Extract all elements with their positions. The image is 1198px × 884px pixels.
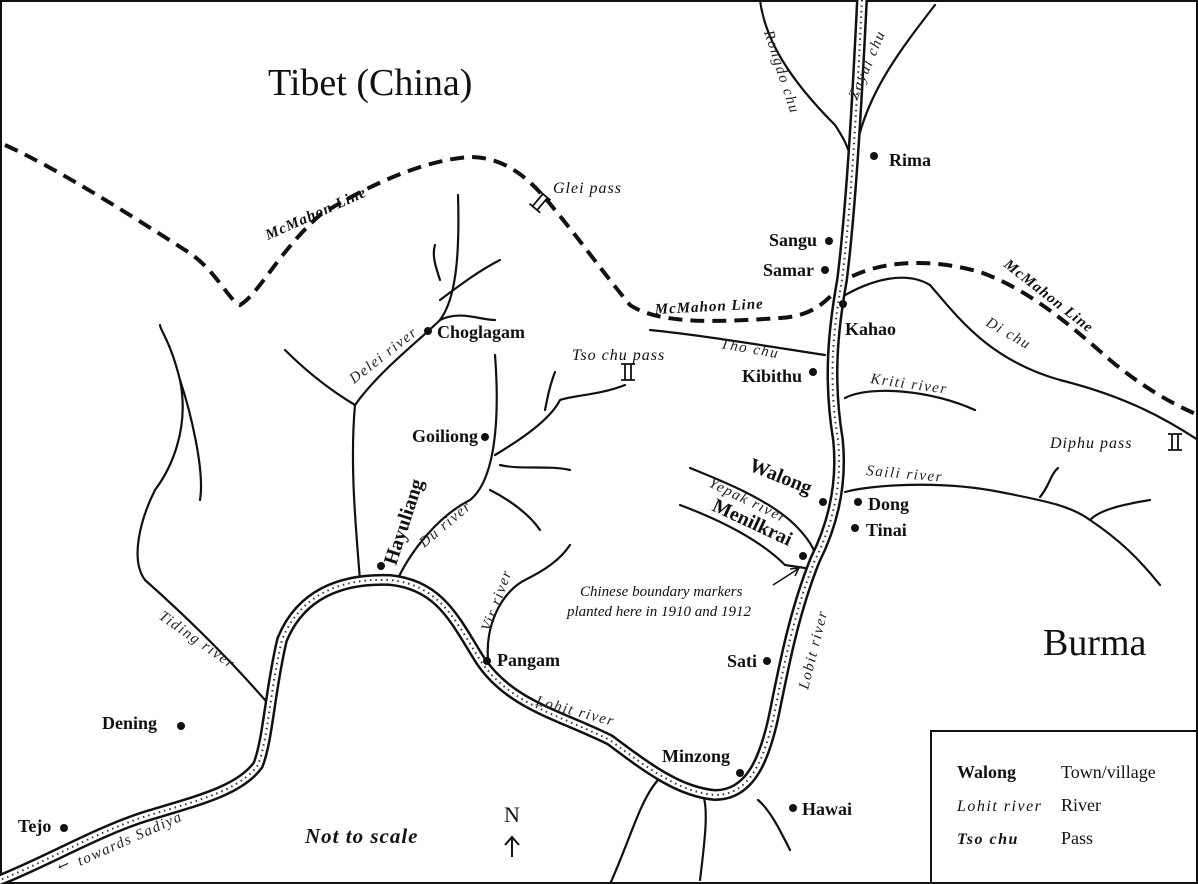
pass-label: Diphu pass bbox=[1049, 435, 1132, 452]
legend: Walong Town/village Lohit river River Ts… bbox=[930, 730, 1198, 884]
town-dots bbox=[60, 152, 878, 832]
town-dot bbox=[799, 552, 807, 560]
town-label: Goiliong bbox=[412, 426, 478, 446]
town-dot bbox=[825, 237, 833, 245]
town-label: Minzong bbox=[662, 746, 730, 766]
town-dot bbox=[809, 368, 817, 376]
town-label: Choglagam bbox=[437, 322, 525, 342]
town-dot bbox=[60, 824, 68, 832]
town-dot bbox=[736, 769, 744, 777]
pass-label: Tso chu pass bbox=[572, 347, 665, 364]
town-label: Tinai bbox=[866, 520, 907, 540]
town-label: Kahao bbox=[845, 319, 896, 339]
town-label: Dong bbox=[868, 494, 909, 514]
town-dot bbox=[839, 300, 847, 308]
town-label: Rima bbox=[889, 150, 931, 170]
town-dot bbox=[377, 562, 385, 570]
town-dot bbox=[854, 498, 862, 506]
pass-icon bbox=[1168, 433, 1182, 451]
annotation-arrow-icon bbox=[772, 567, 801, 586]
annotation-line2: planted here in 1910 and 1912 bbox=[566, 604, 752, 620]
town-dot bbox=[851, 524, 859, 532]
town-label: Kibithu bbox=[742, 366, 802, 386]
lohit-river bbox=[0, 0, 868, 884]
mcmahon-line bbox=[4, 143, 1198, 417]
town-dot bbox=[821, 266, 829, 274]
pass-icon bbox=[528, 190, 552, 214]
legend-meaning: Town/village bbox=[1061, 762, 1156, 782]
town-dot bbox=[789, 804, 797, 812]
region-tibet: Tibet (China) bbox=[268, 62, 472, 104]
legend-sample-town: Walong bbox=[957, 762, 1016, 782]
town-dot bbox=[424, 327, 432, 335]
legend-box bbox=[930, 730, 1198, 884]
north-label: N bbox=[504, 802, 520, 827]
town-label: Hawai bbox=[802, 799, 852, 819]
north-arrow-icon bbox=[504, 835, 520, 857]
town-dot bbox=[177, 722, 185, 730]
town-label: Dening bbox=[102, 713, 157, 733]
town-dot bbox=[481, 433, 489, 441]
scale-note: Not to scale bbox=[304, 824, 418, 848]
pass-label: Glei pass bbox=[553, 180, 622, 197]
town-label: Pangam bbox=[497, 650, 560, 670]
annotation-line1: Chinese boundary markers bbox=[580, 584, 743, 600]
legend-sample-pass: Tso chu bbox=[957, 831, 1019, 848]
town-dot bbox=[483, 657, 491, 665]
town-label: Tejo bbox=[18, 816, 51, 836]
town-label: Sati bbox=[727, 651, 757, 671]
town-dot bbox=[819, 498, 827, 506]
pass-icon bbox=[621, 363, 635, 381]
legend-meaning: Pass bbox=[1061, 828, 1093, 848]
mcmahon-label: McMahon Line bbox=[653, 296, 764, 318]
river-label: Saili river bbox=[866, 463, 944, 486]
town-dot bbox=[870, 152, 878, 160]
town-label: Sangu bbox=[769, 230, 817, 250]
legend-meaning: River bbox=[1061, 795, 1101, 815]
town-dot bbox=[763, 657, 771, 665]
legend-sample-river: Lohit river bbox=[956, 798, 1042, 815]
region-burma: Burma bbox=[1043, 622, 1147, 664]
town-label: Samar bbox=[763, 260, 814, 280]
